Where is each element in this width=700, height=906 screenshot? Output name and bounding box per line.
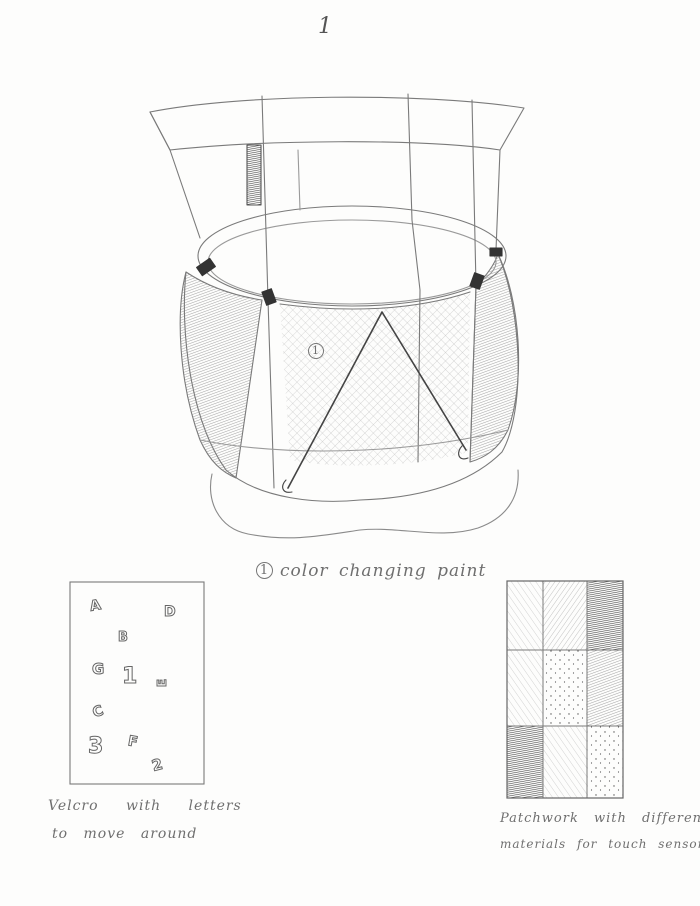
velcro-letter: 1 xyxy=(122,664,137,689)
velcro-letter: B xyxy=(118,630,128,645)
velcro-caption-line1: Velcro with letters xyxy=(48,798,242,814)
velcro-letter: G xyxy=(92,660,104,678)
patchwork-caption-line2: materials for touch sensory xyxy=(500,837,700,851)
velcro-letter: E xyxy=(155,679,169,687)
patchwork-grid xyxy=(507,581,623,798)
page-number: 1 xyxy=(318,14,333,39)
caption-marker: 1 xyxy=(256,562,273,579)
sculpture-marker: 1 xyxy=(308,343,324,359)
patchwork-caption-line1: Patchwork with different xyxy=(500,811,700,826)
velcro-letter: D xyxy=(164,604,176,620)
velcro-letter: 3 xyxy=(88,734,103,759)
main-caption: color changing paint xyxy=(280,561,486,581)
velcro-letter: A xyxy=(89,597,102,615)
sculpture-sketch xyxy=(150,94,524,538)
velcro-caption-line2: to move around xyxy=(52,826,197,842)
